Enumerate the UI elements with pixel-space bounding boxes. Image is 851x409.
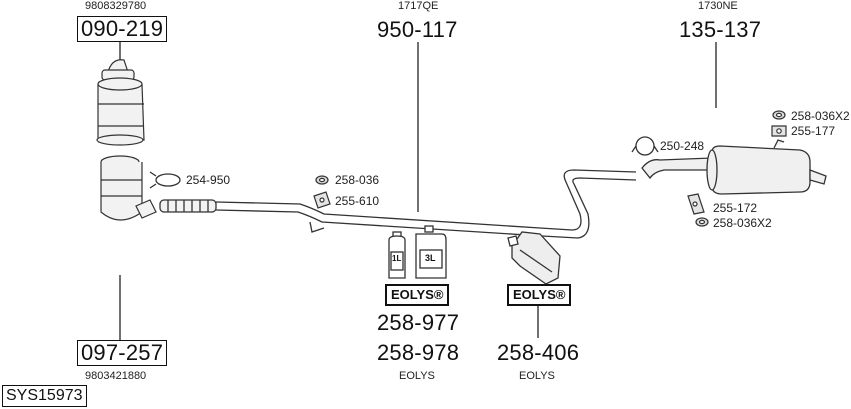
midpipe-part-number[interactable]: 950-117 — [377, 17, 458, 42]
label-clamp-front[interactable]: 254-950 — [186, 173, 231, 187]
label-bracket-1[interactable]: 255-610 — [335, 194, 380, 208]
midpipe-ref: 1717QE — [398, 0, 439, 12]
rubber-mount-bottom-icon — [695, 217, 709, 227]
mid-pipe-icon — [159, 169, 637, 239]
eolys-fluid-number-2[interactable]: 258-978 — [377, 340, 460, 365]
label-bracket-top[interactable]: 255-177 — [791, 124, 836, 138]
label-rubber-bottom[interactable]: 258-036X2 — [713, 216, 772, 230]
eolys-badge-tank: EOLYS® — [507, 284, 572, 306]
catalyst-icon — [100, 155, 157, 221]
bracket-bottom-icon — [687, 193, 705, 215]
bottle-large-label: 3L — [425, 253, 436, 263]
silencer-part-number[interactable]: 135-137 — [679, 17, 762, 42]
label-bracket-bottom[interactable]: 255-172 — [713, 201, 758, 215]
label-rubber-top[interactable]: 258-036X2 — [791, 109, 850, 123]
cat-ref: 9803421880 — [85, 370, 147, 382]
rubber-mount-icon — [315, 175, 329, 185]
rear-silencer-icon — [641, 139, 827, 195]
silencer-ref: 1730NE — [698, 0, 738, 12]
rubber-mount-top-icon — [772, 110, 786, 120]
eolys-fluid-number-1[interactable]: 258-977 — [377, 310, 460, 335]
bottle-small-label: 1L — [392, 254, 402, 263]
eolys-badge-fluid: EOLYS® — [385, 284, 450, 306]
dpf-part-number[interactable]: 090-219 — [77, 16, 168, 42]
system-id: SYS15973 — [2, 385, 87, 407]
eolys-fluid-caption: EOLYS — [399, 370, 435, 382]
dpf-ref: 9808329780 — [85, 0, 147, 12]
bracket-icon — [313, 191, 331, 209]
dpf-filter-icon — [96, 59, 145, 146]
eolys-tank-caption: EOLYS — [519, 370, 555, 382]
eolys-tank-icon — [507, 231, 561, 285]
clamp-rear-icon — [631, 136, 659, 156]
label-rubber-1[interactable]: 258-036 — [335, 173, 380, 187]
eolys-bottles-icon — [388, 225, 447, 279]
label-clamp-rear[interactable]: 250-248 — [660, 139, 705, 153]
cat-part-number[interactable]: 097-257 — [77, 340, 168, 366]
bracket-top-icon — [771, 125, 787, 137]
eolys-tank-number[interactable]: 258-406 — [497, 340, 580, 365]
clamp-front-icon — [149, 171, 181, 189]
